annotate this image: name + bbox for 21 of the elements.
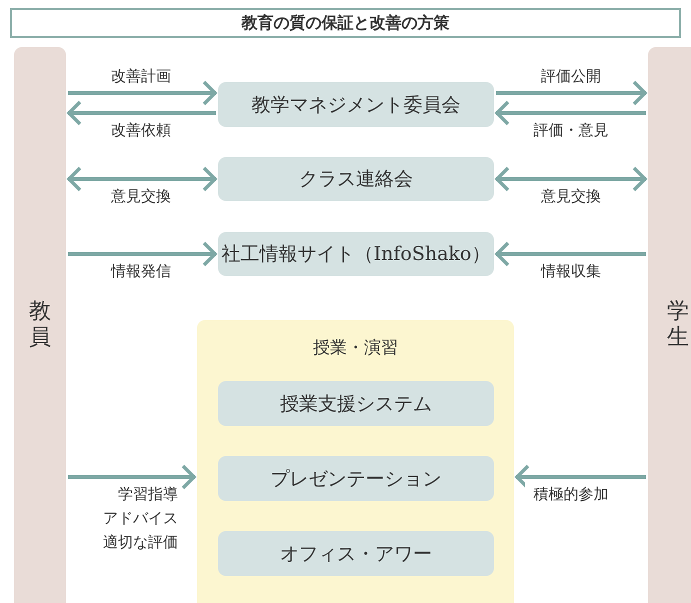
office-hour-box: オフィス・アワー <box>218 531 494 576</box>
arrow <box>515 464 646 490</box>
presentation-box: プレゼンテーション <box>218 456 494 501</box>
panel-heading: 授業・演習 <box>312 337 399 359</box>
website-box: 社工情報サイト（InfoShako） <box>218 232 494 276</box>
meeting-box: クラス連絡会 <box>218 157 494 201</box>
system-box: 授業支援システム <box>218 381 494 426</box>
arrow <box>67 166 217 192</box>
arrow <box>496 80 647 106</box>
class-panel <box>197 320 514 603</box>
student-band: 学生 <box>648 47 691 603</box>
arrow <box>495 100 646 126</box>
arrow <box>68 464 196 490</box>
arrow <box>495 241 646 267</box>
committee-box: 教学マネジメント委員会 <box>218 82 494 127</box>
teacher-band: 教員 <box>14 47 66 603</box>
arrow <box>495 166 647 192</box>
arrow <box>67 100 216 126</box>
arrow <box>68 80 217 106</box>
title: 教育の質の保証と改善の方策 <box>10 8 681 38</box>
arrow <box>68 241 217 267</box>
